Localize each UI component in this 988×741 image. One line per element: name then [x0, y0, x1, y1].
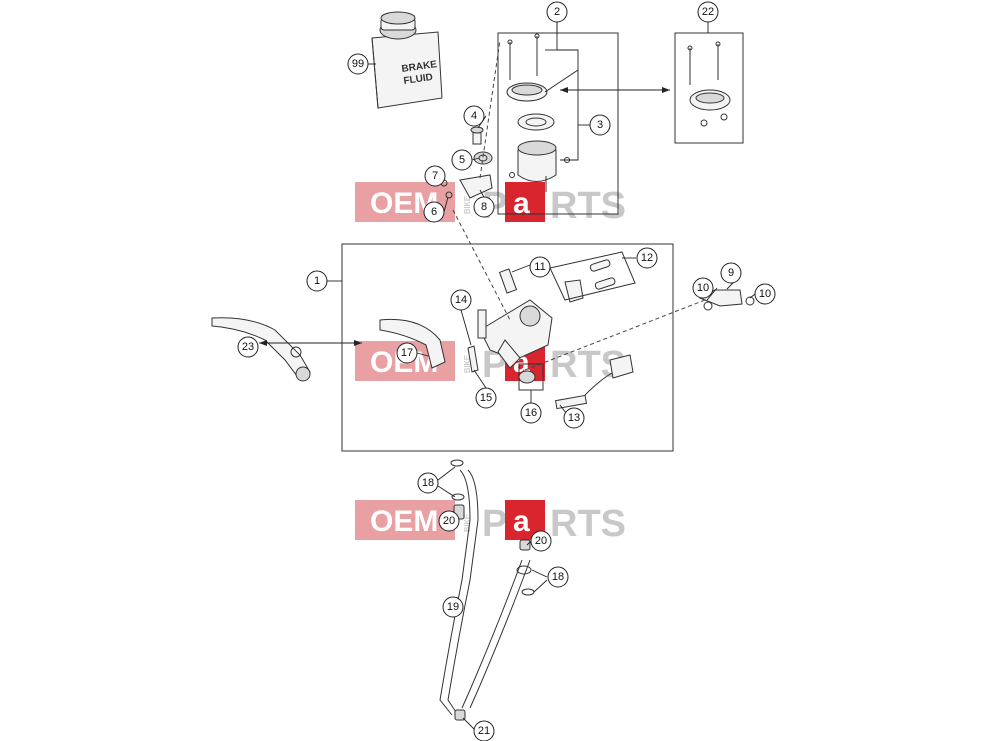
callout-10a: 10 — [692, 277, 714, 299]
callout-13: 13 — [563, 407, 585, 429]
callout-15: 15 — [475, 387, 497, 409]
svg-text:10: 10 — [697, 282, 709, 294]
brake-fluid-can: BRAKE FLUID — [371, 11, 443, 109]
svg-text:BIKE: BIKE — [463, 355, 472, 373]
svg-text:20: 20 — [443, 515, 455, 527]
brake-fluid-label-line1: BRAKE — [401, 59, 438, 75]
svg-text:1: 1 — [314, 275, 320, 287]
master-cylinder-group-box — [341, 243, 674, 452]
callout-20b: 20 — [530, 530, 552, 552]
svg-text:15: 15 — [480, 392, 492, 404]
svg-text:9: 9 — [728, 267, 734, 279]
svg-text:17: 17 — [401, 347, 413, 359]
svg-text:16: 16 — [525, 407, 537, 419]
callout-6: 6 — [423, 201, 445, 223]
small-parts-upper — [440, 126, 493, 199]
callout-22: 22 — [697, 1, 719, 23]
callout-8: 8 — [473, 196, 495, 218]
callout-18a: 18 — [417, 472, 439, 494]
svg-text:OEM: OEM — [370, 505, 438, 538]
svg-text:a: a — [513, 187, 530, 220]
callout-23: 23 — [237, 336, 259, 358]
master-cylinder-assembly — [379, 259, 755, 410]
callout-16: 16 — [520, 402, 542, 424]
svg-text:P: P — [482, 503, 507, 545]
svg-text:10: 10 — [759, 288, 771, 300]
svg-text:2: 2 — [554, 6, 560, 18]
svg-text:8: 8 — [481, 201, 487, 213]
brake-fluid-label-line2: FLUID — [403, 72, 434, 87]
svg-text:RTS: RTS — [550, 503, 626, 545]
svg-text:11: 11 — [534, 261, 545, 273]
svg-text:BIKE: BIKE — [463, 196, 472, 214]
svg-text:RTS: RTS — [550, 185, 626, 227]
svg-text:7: 7 — [432, 170, 438, 182]
svg-text:14: 14 — [455, 294, 467, 306]
callout-10b: 10 — [754, 283, 776, 305]
svg-text:12: 12 — [641, 252, 653, 264]
svg-text:20: 20 — [535, 535, 547, 547]
svg-text:18: 18 — [422, 477, 434, 489]
svg-text:99: 99 — [352, 58, 364, 70]
watermark-top: OEM P a RTS BIKE — [355, 182, 626, 227]
reservoir-group-box — [497, 32, 619, 215]
watermark-bottom: OEM P a RTS BIKE — [355, 500, 626, 545]
callout-17: 17 — [396, 342, 418, 364]
callout-18b: 18 — [547, 566, 569, 588]
svg-text:22: 22 — [702, 6, 714, 18]
callout-4: 4 — [463, 105, 485, 127]
svg-text:18: 18 — [552, 571, 564, 583]
alternate-lever-23 — [211, 317, 311, 382]
reservoir-cover-parts — [687, 41, 731, 127]
callout-1: 1 — [306, 270, 328, 292]
callout-3: 3 — [589, 114, 611, 136]
leader-lines — [259, 20, 756, 730]
reservoir-cover-group-box — [674, 32, 744, 144]
callout-11: 11 — [529, 256, 551, 278]
svg-text:5: 5 — [459, 154, 465, 166]
callout-19: 19 — [442, 596, 464, 618]
svg-text:19: 19 — [447, 601, 459, 613]
callout-2: 2 — [546, 1, 568, 23]
svg-text:3: 3 — [597, 119, 603, 131]
svg-text:4: 4 — [471, 110, 477, 122]
reservoir-parts — [506, 33, 570, 192]
callout-14: 14 — [450, 289, 472, 311]
callout-20a: 20 — [438, 510, 460, 532]
callout-9: 9 — [720, 262, 742, 284]
callout-5: 5 — [451, 149, 473, 171]
svg-text:BIKE: BIKE — [463, 514, 472, 532]
callout-99: 99 — [347, 53, 369, 75]
svg-text:23: 23 — [242, 341, 254, 353]
callout-12: 12 — [636, 247, 658, 269]
callout-21: 21 — [473, 720, 495, 741]
svg-text:6: 6 — [431, 206, 437, 218]
callout-7: 7 — [424, 165, 446, 187]
svg-text:21: 21 — [478, 725, 490, 737]
svg-text:13: 13 — [568, 412, 580, 424]
svg-text:a: a — [513, 505, 530, 538]
brake-lines — [439, 459, 535, 721]
